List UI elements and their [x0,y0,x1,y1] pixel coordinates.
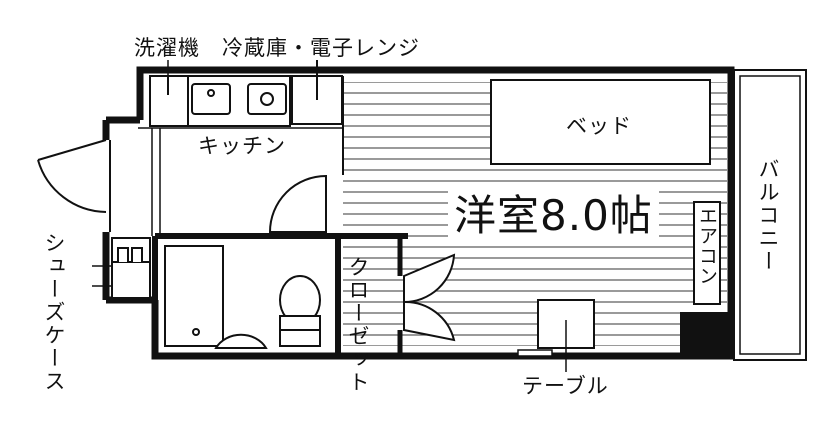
balcony-outline [733,69,807,361]
kitchen-label: キッチン [198,134,286,158]
interior-walls [138,76,408,356]
air-conditioner-label: エアコン [696,206,718,286]
outer-walls [102,66,735,360]
air-conditioner-unit [693,201,721,305]
entrance-door [37,139,107,213]
washbasin [214,333,268,349]
sink-icon [191,83,231,115]
bed-outline [490,79,711,165]
room-name-label: 洋室8.0帖 [448,182,659,243]
stove-icon [247,83,287,115]
table-label: テーブル [522,374,609,398]
closet-door [403,253,456,342]
closet-label: クローゼット [346,256,370,394]
fridge-microwave-label: 冷蔵庫・電子レンジ [222,36,420,60]
kitchen-counter [149,75,343,127]
balcony-label: バルコニー [756,158,780,273]
bathtub [164,245,224,347]
room-door [268,174,327,233]
bed-label: ベッド [566,114,632,138]
shoe-case-label: シューズケース [42,232,66,393]
toilet [279,275,321,347]
shoe-case [111,237,151,299]
table-window-sill [517,349,553,357]
balcony-inner [739,75,801,355]
washing-machine-label: 洗濯機 [134,36,200,60]
corner-column [680,312,731,356]
